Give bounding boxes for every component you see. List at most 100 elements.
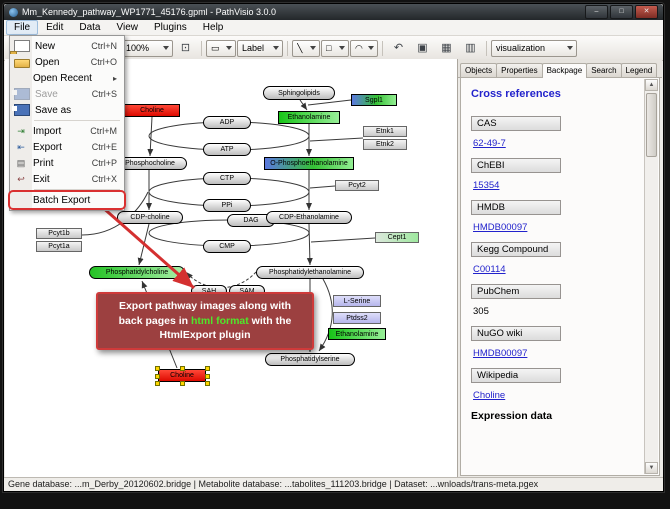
node-l-serine[interactable]: L-Serine bbox=[333, 295, 381, 307]
node-pcyt1b[interactable]: Pcyt1b bbox=[36, 228, 82, 239]
minimize-button[interactable]: – bbox=[585, 5, 608, 19]
section-value-link[interactable]: Choline bbox=[473, 390, 506, 401]
node-o-phosphoethanolamine[interactable]: O-Phosphoethanolamine bbox=[264, 157, 354, 170]
tab-backpage[interactable]: Backpage bbox=[541, 63, 588, 78]
node-label: Etnk2 bbox=[376, 141, 394, 148]
tab-search[interactable]: Search bbox=[586, 63, 622, 77]
node-pcyt2[interactable]: Pcyt2 bbox=[335, 180, 379, 191]
node-label: Phosphatidylethanolamine bbox=[268, 269, 352, 276]
section-value-link[interactable]: C00114 bbox=[473, 264, 506, 275]
undo-button[interactable]: ↶ bbox=[387, 38, 410, 59]
node-phosphatidylethanolamine[interactable]: Phosphatidylethanolamine bbox=[256, 266, 364, 279]
node-label: SAH bbox=[201, 287, 217, 295]
toolbar-separator bbox=[485, 40, 487, 56]
shape-tool-dropdown[interactable]: □ bbox=[320, 39, 349, 57]
node-ptdss2[interactable]: Ptdss2 bbox=[333, 312, 381, 324]
selection-handle[interactable] bbox=[205, 381, 210, 386]
visualization-dropdown[interactable]: visualization bbox=[490, 39, 577, 57]
selection-handle[interactable] bbox=[205, 373, 210, 379]
menu-item-shortcut: Ctrl+M bbox=[90, 126, 117, 136]
node-atp[interactable]: ATP bbox=[203, 143, 251, 156]
menu-item-label: Save as bbox=[35, 104, 72, 116]
menu-item-label: Print bbox=[33, 157, 54, 169]
scrollbar-thumb[interactable] bbox=[646, 93, 657, 157]
zoom-to-fit-button[interactable]: ⊡ bbox=[174, 38, 197, 59]
align-button[interactable]: ▥ bbox=[459, 38, 482, 59]
menubar-item-edit[interactable]: Edit bbox=[46, 22, 64, 33]
selection-handle[interactable] bbox=[205, 366, 210, 371]
node-label: ATP bbox=[220, 146, 234, 153]
tab-legend[interactable]: Legend bbox=[620, 63, 658, 77]
maximize-button[interactable]: □ bbox=[610, 5, 633, 19]
node-etnk1[interactable]: Etnk1 bbox=[363, 126, 407, 137]
node-cmp[interactable]: CMP bbox=[203, 240, 251, 253]
node-choline[interactable]: Choline bbox=[124, 104, 180, 117]
node-pcyt1a[interactable]: Pcyt1a bbox=[36, 241, 82, 252]
label-tool-dropdown[interactable]: Label bbox=[236, 39, 283, 57]
node-etnk2[interactable]: Etnk2 bbox=[363, 139, 407, 150]
titlebar[interactable]: Mm_Kennedy_pathway_WP1771_45176.gpml - P… bbox=[4, 4, 663, 20]
node-cept1[interactable]: Cept1 bbox=[375, 232, 419, 243]
copy-icon: ▣ bbox=[417, 41, 428, 54]
line-tool-dropdown[interactable]: ╲ bbox=[291, 39, 320, 57]
node-phosphatidylcholine[interactable]: Phosphatidylcholine bbox=[89, 266, 185, 279]
selection-handle[interactable] bbox=[155, 373, 160, 379]
section-value-link[interactable]: 15354 bbox=[473, 180, 500, 191]
caret-down-icon bbox=[225, 46, 232, 50]
menubar-item-plugins[interactable]: Plugins bbox=[153, 22, 187, 33]
scroll-down-icon[interactable]: ▼ bbox=[645, 462, 658, 474]
arc-tool-dropdown[interactable]: ◠ bbox=[349, 39, 378, 57]
section-value-link[interactable]: 62-49-7 bbox=[473, 138, 506, 149]
node-label: Ethanolamine bbox=[335, 330, 379, 338]
file-menu-item-batch-export[interactable]: Batch Export bbox=[10, 192, 124, 208]
section-value-link[interactable]: HMDB00097 bbox=[473, 348, 528, 359]
node-label: Cept1 bbox=[387, 234, 407, 241]
menu-item-shortcut: Ctrl+N bbox=[91, 41, 117, 51]
node-ethanolamine[interactable]: Ethanolamine bbox=[328, 328, 386, 340]
node-choline[interactable]: Choline bbox=[155, 366, 210, 386]
tab-properties[interactable]: Properties bbox=[496, 63, 543, 77]
section-value-link[interactable]: HMDB00097 bbox=[473, 222, 528, 233]
menubar-item-view[interactable]: View bbox=[116, 22, 138, 33]
paste-button[interactable]: ▦ bbox=[435, 38, 458, 59]
menubar-item-file[interactable]: File bbox=[6, 20, 39, 35]
backpage-scrollbar[interactable]: ▲ ▼ bbox=[644, 79, 658, 474]
menubar-item-help[interactable]: Help bbox=[202, 22, 224, 33]
selection-handle[interactable] bbox=[180, 381, 185, 386]
node-sphingolipids[interactable]: Sphingolipids bbox=[263, 86, 335, 100]
tab-objects[interactable]: Objects bbox=[460, 63, 498, 77]
node-phosphatidylserine[interactable]: Phosphatidylserine bbox=[265, 353, 355, 366]
node-sgpl1[interactable]: Sgpl1 bbox=[351, 94, 397, 106]
close-button[interactable]: ✕ bbox=[635, 5, 658, 19]
node-adp[interactable]: ADP bbox=[203, 116, 251, 129]
selection-handle[interactable] bbox=[180, 366, 185, 371]
datanode-tool-dropdown-value: ▭ bbox=[210, 42, 220, 53]
node-ppi[interactable]: PPi bbox=[203, 199, 251, 212]
node-ctp[interactable]: CTP bbox=[203, 172, 251, 185]
selection-handle[interactable] bbox=[155, 366, 160, 371]
node-label: CDP-Ethanolamine bbox=[279, 214, 339, 221]
node-label: Pcyt2 bbox=[348, 182, 366, 189]
node-cdp-ethanolamine[interactable]: CDP-Ethanolamine bbox=[266, 211, 352, 224]
menu-item-label: Exit bbox=[33, 173, 50, 185]
node-ethanolamine[interactable]: Ethanolamine bbox=[278, 111, 340, 124]
file-menu-item-save-as[interactable]: Save as bbox=[10, 102, 124, 118]
node-cdp-choline[interactable]: CDP-choline bbox=[117, 211, 183, 224]
copy-button[interactable]: ▣ bbox=[411, 38, 434, 59]
scroll-up-icon[interactable]: ▲ bbox=[645, 79, 658, 91]
file-menu-item-open-recent[interactable]: Open Recent▸ bbox=[10, 70, 124, 86]
datanode-tool-dropdown[interactable]: ▭ bbox=[205, 39, 236, 57]
align-icon: ▥ bbox=[465, 41, 476, 54]
selection-handle[interactable] bbox=[155, 381, 160, 386]
menubar-item-data[interactable]: Data bbox=[79, 22, 101, 33]
zoom-combo[interactable]: 100% bbox=[120, 39, 173, 57]
